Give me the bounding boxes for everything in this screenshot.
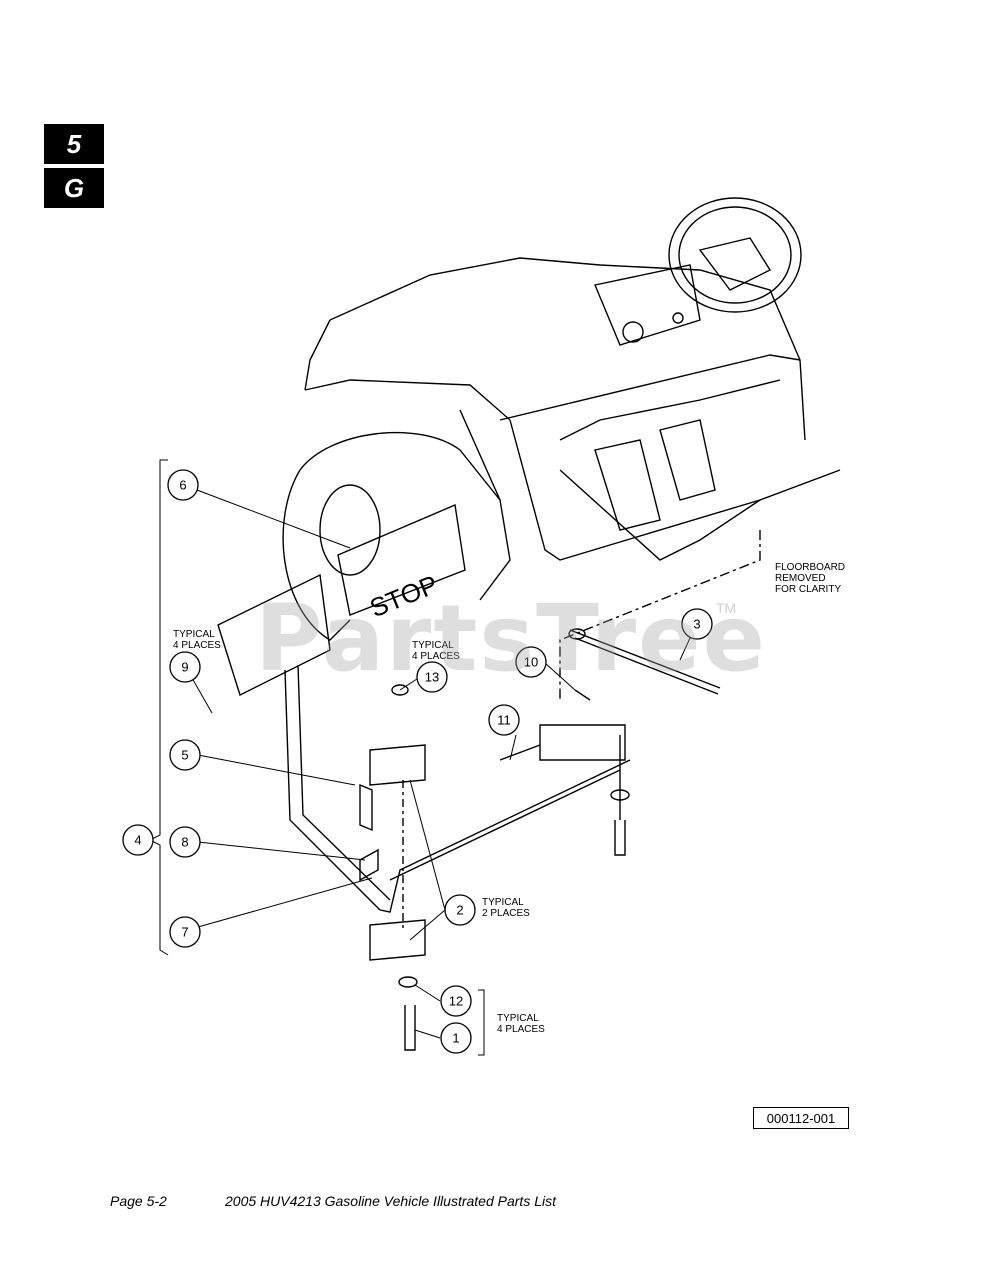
stop-pedal-assembly [217, 504, 631, 913]
callout-11-label: 11 [497, 713, 511, 728]
callout-12: 12 [440, 985, 472, 1017]
callout-11: 11 [488, 704, 520, 736]
leader-lines [148, 459, 691, 1056]
callout-8-label: 8 [181, 835, 188, 850]
callout-4: 4 [122, 824, 154, 856]
callout-8: 8 [169, 826, 201, 858]
callout-6: 6 [167, 469, 199, 501]
callout-3-label: 3 [693, 617, 700, 632]
callout-10-label: 10 [524, 655, 538, 670]
callout-13: 13 [416, 661, 448, 693]
note-typical-4-places-c-line1: TYPICAL [497, 1013, 539, 1024]
note-typical-4-places-a-line1: TYPICAL [173, 629, 215, 640]
callout-10: 10 [515, 646, 547, 678]
figure-id: 000112-001 [753, 1107, 849, 1129]
watermark-trademark: TM [716, 600, 737, 616]
callout-9-label: 9 [181, 660, 188, 675]
callout-2-label: 2 [456, 903, 463, 918]
section-tab-number[interactable]: 5 [44, 124, 104, 164]
vehicle-body [282, 257, 841, 700]
note-typical-4-places-c-line2: 4 PLACES [497, 1024, 545, 1035]
document-title: 2005 HUV4213 Gasoline Vehicle Illustrate… [225, 1193, 556, 1209]
callout-3: 3 [681, 608, 713, 640]
note-typical-4-places-a-line2: 4 PLACES [173, 640, 221, 651]
note-floorboard-line2: REMOVED [775, 573, 826, 584]
callout-7: 7 [169, 916, 201, 948]
note-floorboard-line1: FLOORBOARD [775, 562, 845, 573]
note-typical-4-places-b-line1: TYPICAL [412, 640, 454, 651]
callout-12-label: 12 [449, 994, 463, 1009]
callout-5-label: 5 [181, 748, 188, 763]
callout-7-label: 7 [181, 925, 188, 940]
pivot-shaft [359, 684, 630, 1051]
callout-1-label: 1 [452, 1031, 459, 1046]
section-tab-letter[interactable]: G [44, 168, 104, 208]
callout-5: 5 [169, 739, 201, 771]
callout-1: 1 [440, 1022, 472, 1054]
callout-2: 2 [444, 894, 476, 926]
partstree-watermark: PartsTree [255, 585, 767, 692]
callout-6-label: 6 [179, 478, 186, 493]
steering-wheel [668, 197, 802, 313]
callout-4-label: 4 [134, 833, 141, 848]
page-number: Page 5-2 [110, 1193, 167, 1209]
note-typical-2-places-line2: 2 PLACES [482, 908, 530, 919]
callout-9: 9 [169, 651, 201, 683]
note-typical-4-places-b-line2: 4 PLACES [412, 651, 460, 662]
note-typical-2-places-line1: TYPICAL [482, 897, 524, 908]
callout-13-label: 13 [425, 670, 439, 685]
note-floorboard-line3: FOR CLARITY [775, 584, 841, 595]
